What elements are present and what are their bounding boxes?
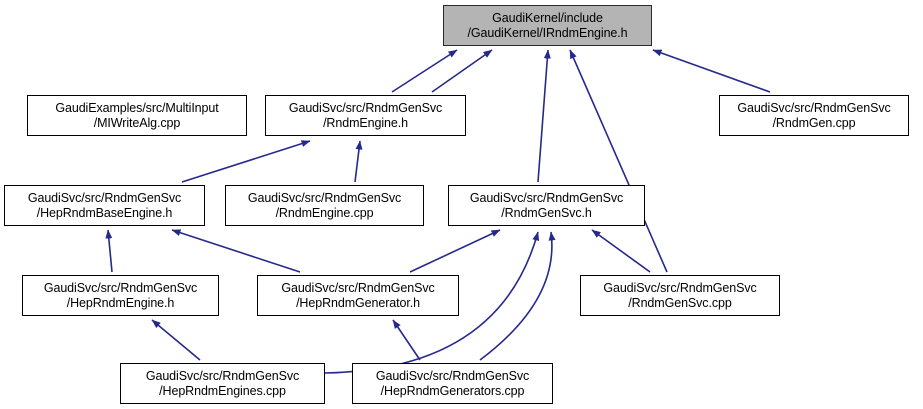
node-label-line1: GaudiSvc/src/RndmGenSvc (27, 190, 182, 205)
node-label-line2: /MIWriteAlg.cpp (93, 115, 181, 130)
node-label-line2: /HepRndmGenerators.cpp (380, 383, 525, 398)
graph-edge-heprndmbaseengine_h-to-rndmengine_h (181, 140, 311, 183)
graph-node-rndmgensvc_h[interactable]: GaudiSvc/src/RndmGenSvc/RndmGenSvc.h (448, 185, 645, 226)
graph-edge-rndmgensvc_cpp-to-rndmgensvc_h (591, 229, 651, 273)
node-label-line2: /RndmGenSvc.h (501, 205, 592, 220)
node-label-line2: /HepRndmGenerator.h (296, 295, 420, 310)
graph-edge-heprndmgenerators_cpp-to-heprndmgenerator_h (392, 319, 421, 361)
node-label-line1: GaudiSvc/src/RndmGenSvc (145, 368, 300, 383)
node-label-line2: /RndmGenSvc.cpp (628, 295, 732, 310)
node-label-line1: GaudiSvc/src/RndmGenSvc (281, 280, 435, 295)
node-label-line2: /RndmGen.cpp (772, 115, 856, 130)
node-label-line1: GaudiSvc/src/RndmGenSvc (43, 280, 198, 295)
node-label-line2: /HepRndmEngines.cpp (159, 383, 286, 398)
graph-node-rndmgen_cpp[interactable]: GaudiSvc/src/RndmGenSvc/RndmGen.cpp (719, 95, 909, 136)
node-label-line1: GaudiSvc/src/RndmGenSvc (469, 190, 624, 205)
graph-node-rndmengine_h[interactable]: GaudiSvc/src/RndmGenSvc/RndmEngine.h (265, 95, 466, 136)
node-label-line1: GaudiSvc/src/RndmGenSvc (288, 100, 443, 115)
graph-edge-rndmgen_cpp-to-irndmengine (652, 49, 771, 93)
graph-node-rndmengine_cpp[interactable]: GaudiSvc/src/RndmGenSvc/RndmEngine.cpp (225, 185, 424, 226)
graph-edge-rndmgensvc_cpp-to-irndmengine (569, 49, 668, 273)
node-label-line2: /HepRndmEngine.h (66, 295, 175, 310)
node-label-line1: GaudiSvc/src/RndmGenSvc (247, 190, 402, 205)
node-label-line1: GaudiSvc/src/RndmGenSvc (603, 280, 757, 295)
graph-edge-rndmengine_h-to-irndmengine (431, 49, 493, 93)
graph-node-heprndmbaseengine_h[interactable]: GaudiSvc/src/RndmGenSvc/HepRndmBaseEngin… (4, 185, 205, 226)
graph-node-heprndmengines_cpp[interactable]: GaudiSvc/src/RndmGenSvc/HepRndmEngines.c… (120, 363, 325, 404)
graph-node-heprndmgenerators_cpp[interactable]: GaudiSvc/src/RndmGenSvc/HepRndmGenerator… (352, 363, 553, 404)
graph-edge-heprndmengine_h-to-heprndmbaseengine_h (105, 229, 113, 273)
graph-node-heprndmengine_h[interactable]: GaudiSvc/src/RndmGenSvc/HepRndmEngine.h (22, 275, 219, 316)
graph-edge-heprndmgenerator_h-to-heprndmbaseengine_h (171, 229, 301, 273)
graph-node-irndmengine[interactable]: GaudiKernel/include/GaudiKernel/IRndmEng… (443, 5, 652, 46)
graph-edge-rndmengine_cpp-to-rndmengine_h (354, 140, 363, 183)
node-label-line2: /RndmEngine.cpp (275, 205, 374, 220)
node-label-line1: GaudiExamples/src/MultiInput (55, 100, 219, 115)
graph-node-miwritealg[interactable]: GaudiExamples/src/MultiInput/MIWriteAlg.… (27, 95, 247, 136)
graph-node-heprndmgenerator_h[interactable]: GaudiSvc/src/RndmGenSvc/HepRndmGenerator… (257, 275, 459, 316)
graph-node-rndmgensvc_cpp[interactable]: GaudiSvc/src/RndmGenSvc/RndmGenSvc.cpp (580, 275, 780, 316)
node-label-line2: /RndmEngine.h (323, 115, 408, 130)
graph-edge-miwritealg-to-irndmengine (391, 49, 458, 93)
node-label-line1: GaudiSvc/src/RndmGenSvc (375, 368, 530, 383)
graph-edge-heprndmgenerators_cpp-to-rndmgensvc_h (479, 231, 556, 361)
node-label-line2: /HepRndmBaseEngine.h (36, 205, 173, 220)
graph-edge-heprndmengines_cpp-to-heprndmengine_h (151, 319, 201, 361)
node-label-line2: /GaudiKernel/IRndmEngine.h (467, 25, 628, 40)
graph-edge-rndmgensvc_h-to-irndmengine (537, 49, 551, 183)
node-label-line1: GaudiKernel/include (492, 10, 603, 25)
graph-edge-heprndmgenerator_h-to-rndmgensvc_h (409, 229, 501, 273)
node-label-line1: GaudiSvc/src/RndmGenSvc (737, 100, 891, 115)
